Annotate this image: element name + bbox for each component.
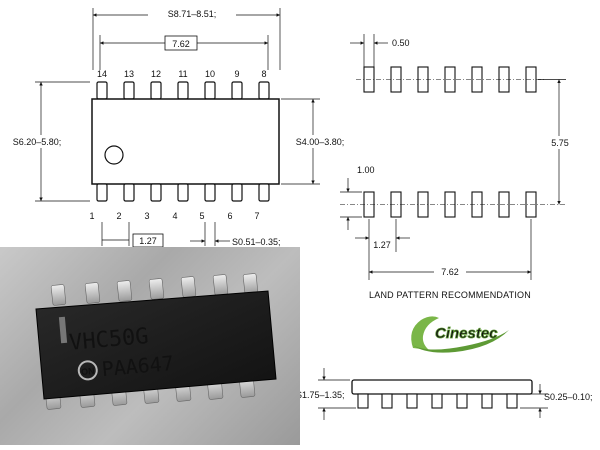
total-width-label-bg (2, 135, 72, 148)
pin-number: 8 (261, 69, 266, 79)
lead (456, 393, 468, 409)
pin-number: 3 (144, 211, 149, 221)
lead-width-label: S0.51–0.35; (232, 237, 281, 247)
lead (177, 183, 189, 202)
pin-number: 7 (254, 211, 259, 221)
chip-photo-illustration: VHC50G ON PAA647 (35, 273, 277, 410)
body-width-label-bg (286, 135, 354, 148)
lead (406, 393, 418, 409)
lead (431, 393, 443, 409)
pin-number: 9 (234, 69, 239, 79)
side-body-outline (351, 379, 533, 395)
logo-swoosh-icon (411, 316, 439, 350)
lead (231, 81, 243, 100)
cinestec-logo-mark: Cinestec (411, 316, 509, 353)
pin-number: 5 (199, 211, 204, 221)
lead (381, 393, 393, 409)
pin-number: 12 (151, 69, 161, 79)
pin-number: 1 (89, 211, 94, 221)
chip-body-outline (91, 98, 280, 185)
height-label: S1.75–1.35; (296, 390, 345, 400)
overall-length-label-bg (148, 7, 236, 20)
chip-photo: VHC50G ON PAA647 (0, 247, 300, 445)
lead (96, 81, 108, 100)
pin-number: 4 (172, 211, 177, 221)
pin-number: 2 (116, 211, 121, 221)
lead (258, 81, 270, 100)
pad-width-label: 0.50 (392, 38, 410, 48)
lead (258, 183, 270, 202)
lp-pitch-label: 1.27 (373, 240, 391, 250)
cinestec-logo: Cinestec (405, 310, 515, 354)
top-leads (96, 81, 270, 100)
lead (357, 393, 369, 409)
on-logo-icon (77, 360, 98, 381)
pin-number: 13 (124, 69, 134, 79)
lead (96, 183, 108, 202)
top-view: S8.71–8.51; 7.62 14 13 12 11 10 9 8 (2, 7, 354, 248)
lead (177, 81, 189, 100)
side-view: S1.75–1.35; S0.25–0.10; (296, 368, 593, 420)
body-width-label: S4.00–3.80; (296, 137, 345, 147)
lead (123, 81, 135, 100)
lead (204, 183, 216, 202)
top-pin-numbers: 14 13 12 11 10 9 8 (97, 69, 267, 79)
pin-span-label-box (164, 35, 198, 51)
land-pattern-caption: LAND PATTERN RECOMMENDATION (369, 290, 531, 300)
lead (204, 81, 216, 100)
bottom-leads (96, 183, 270, 202)
lp-span-label: 7.62 (441, 267, 459, 277)
side-leads (357, 393, 518, 409)
pin-span-label: 7.62 (172, 39, 190, 49)
logo-leaf-icon (411, 330, 509, 353)
row-spacing-label: 5.75 (551, 138, 569, 148)
pin-number: 11 (178, 69, 187, 79)
overall-length-label: S8.71–8.51; (168, 9, 217, 19)
pitch-label: 1.27 (139, 236, 157, 246)
photo-pin1-bar (58, 316, 68, 344)
lead (481, 393, 493, 409)
standoff-label: S0.25–0.10; (544, 392, 593, 402)
land-pattern: 0.50 5.75 (340, 34, 575, 300)
lead (150, 81, 162, 100)
bottom-pin-numbers: 1 2 3 4 5 6 7 (89, 211, 259, 221)
pin-number: 14 (97, 69, 107, 79)
lead (231, 183, 243, 202)
on-logo-text: ON (81, 366, 95, 377)
total-width-label: S6.20–5.80; (13, 137, 62, 147)
pin-number: 10 (205, 69, 215, 79)
logo-brand-text: Cinestec (435, 325, 498, 342)
row-spacing-label-bg (545, 136, 575, 149)
lead (123, 183, 135, 202)
pin1-dot (104, 145, 124, 165)
lead (150, 183, 162, 202)
pin-number: 6 (227, 211, 232, 221)
pad-length-label: 1.00 (357, 165, 375, 175)
lead (506, 393, 518, 409)
lp-span-label-bg (434, 265, 466, 278)
